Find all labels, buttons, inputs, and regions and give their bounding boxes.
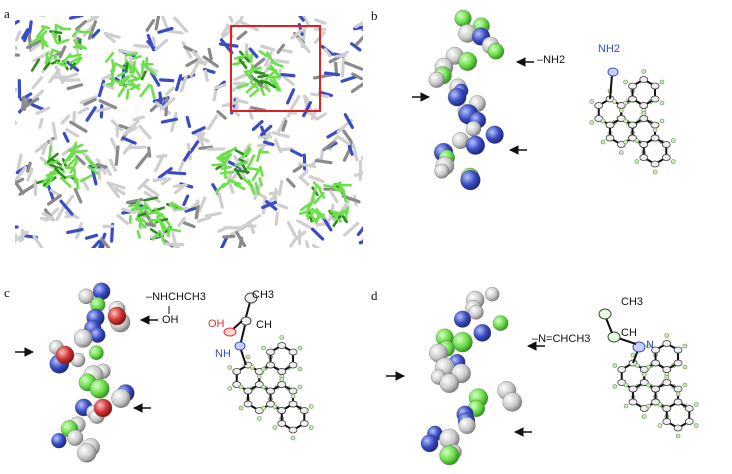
- highlight-box: [230, 25, 321, 112]
- crystal-packing-image: [15, 16, 363, 248]
- label-c-group-oh: OH: [162, 314, 179, 326]
- label-c-nh: NH: [215, 348, 231, 360]
- label-b-nh2-atom: NH2: [598, 43, 621, 55]
- label-d-ch: CH: [621, 327, 637, 339]
- label-d-group: –N=CHCH3: [532, 333, 591, 345]
- space-filling-model-d: [420, 286, 522, 466]
- panel-label-b: b: [371, 8, 378, 23]
- panel-label-d: d: [371, 288, 378, 303]
- ortep-structure-b: [589, 67, 676, 175]
- label-c-group: –NHCHCH3: [146, 291, 206, 303]
- panel-label-a: a: [4, 6, 10, 21]
- label-d-ch3: CH3: [621, 296, 644, 308]
- label-c-ch: CH: [256, 319, 272, 331]
- ortep-structure-d: [598, 308, 699, 439]
- label-c-ch3: CH3: [252, 289, 275, 301]
- ortep-structure-c: [223, 292, 314, 441]
- label-c-oh-atom: OH: [208, 318, 225, 330]
- label-b-group: –NH2: [537, 54, 566, 66]
- space-filling-model-c: [49, 282, 135, 463]
- space-filling-model-b: [428, 9, 505, 191]
- label-d-n: N: [646, 339, 654, 351]
- panel-label-c: c: [4, 285, 10, 300]
